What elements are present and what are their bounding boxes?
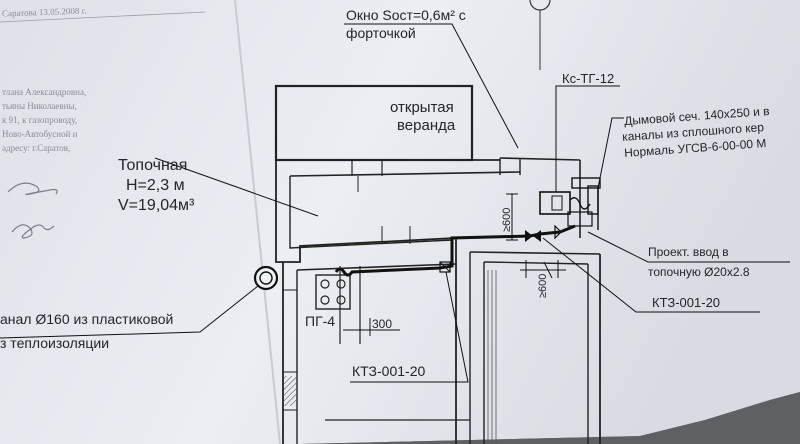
channel-label: з теплоизоляции [0, 335, 110, 351]
veranda-label: веранда [397, 117, 456, 134]
dimension-600-lower: ≥600 [537, 273, 549, 298]
leader-channel [0, 285, 259, 339]
margin-text-line: адресу: г.Саратов, [2, 143, 71, 153]
boiler [539, 191, 571, 215]
margin-text-line: тлана Александровна, [2, 87, 87, 97]
gas-pipe [334, 224, 576, 277]
stove-label: ПГ-4 [305, 313, 336, 329]
boiler-room-wall-outer [275, 160, 457, 263]
room-volume: V=19,04м³ [118, 197, 195, 214]
signature-1 [7, 182, 58, 196]
dimension-300: 300 [372, 317, 393, 331]
gas-inlet-label: топочную Ø20x2.8 [648, 265, 750, 279]
margin-text-line: Ново-Автобусной и [2, 129, 78, 139]
valve-label-right: КТЗ-001-20 [652, 295, 721, 310]
boiler-label: Кс-ТГ-12 [562, 71, 615, 86]
room-name: Топочная [118, 157, 188, 174]
window-label: Окно Sост=0,6м² с [346, 7, 466, 23]
dimension-600-vertical: ≥600 [501, 207, 513, 232]
leader-gas-inlet [587, 231, 790, 263]
veranda-label: открытая [390, 99, 454, 116]
leader-chimney [597, 117, 624, 189]
leader-room [154, 157, 319, 217]
leader-window [344, 23, 519, 149]
gas-stove [315, 274, 351, 310]
valve-label-lower: КТЗ-001-20 [352, 363, 426, 379]
room-height: H=2,3 м [126, 177, 185, 194]
shutoff-valve [525, 230, 533, 242]
header-frame [0, 11, 206, 23]
signature-2 [11, 224, 55, 239]
gas-inlet-label: Проект. ввод в [648, 245, 729, 259]
leader-boiler [555, 85, 620, 192]
channel-label: анал Ø160 из пластиковой [0, 311, 174, 327]
leader-valve-lower [350, 271, 469, 383]
margin-text-line: тьяны Николаевны, [2, 101, 77, 111]
margin-text-line: к 91, к газопроводу, [2, 115, 78, 125]
leader-valve-right [542, 237, 760, 313]
vent-channel [253, 265, 279, 291]
table-shadow [300, 392, 800, 444]
window-label: форточкой [346, 25, 416, 41]
paper-fold [234, 0, 281, 444]
